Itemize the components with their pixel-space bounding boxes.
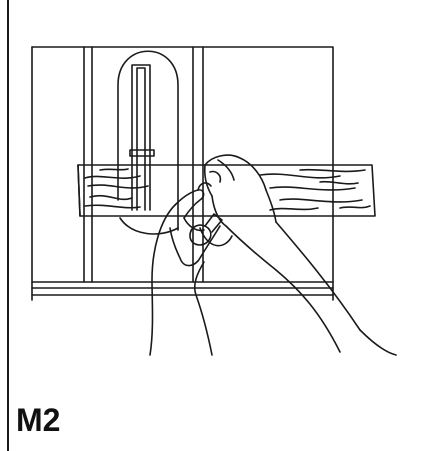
table-saw-illustration xyxy=(31,46,397,356)
right-hand xyxy=(203,154,397,356)
figure-label: M2 xyxy=(16,402,61,438)
wooden-workpiece xyxy=(77,164,376,217)
blade-guard xyxy=(117,50,179,231)
saw-blade-disc xyxy=(119,217,233,247)
frame-left-rule xyxy=(7,0,9,451)
left-hand xyxy=(149,182,221,356)
